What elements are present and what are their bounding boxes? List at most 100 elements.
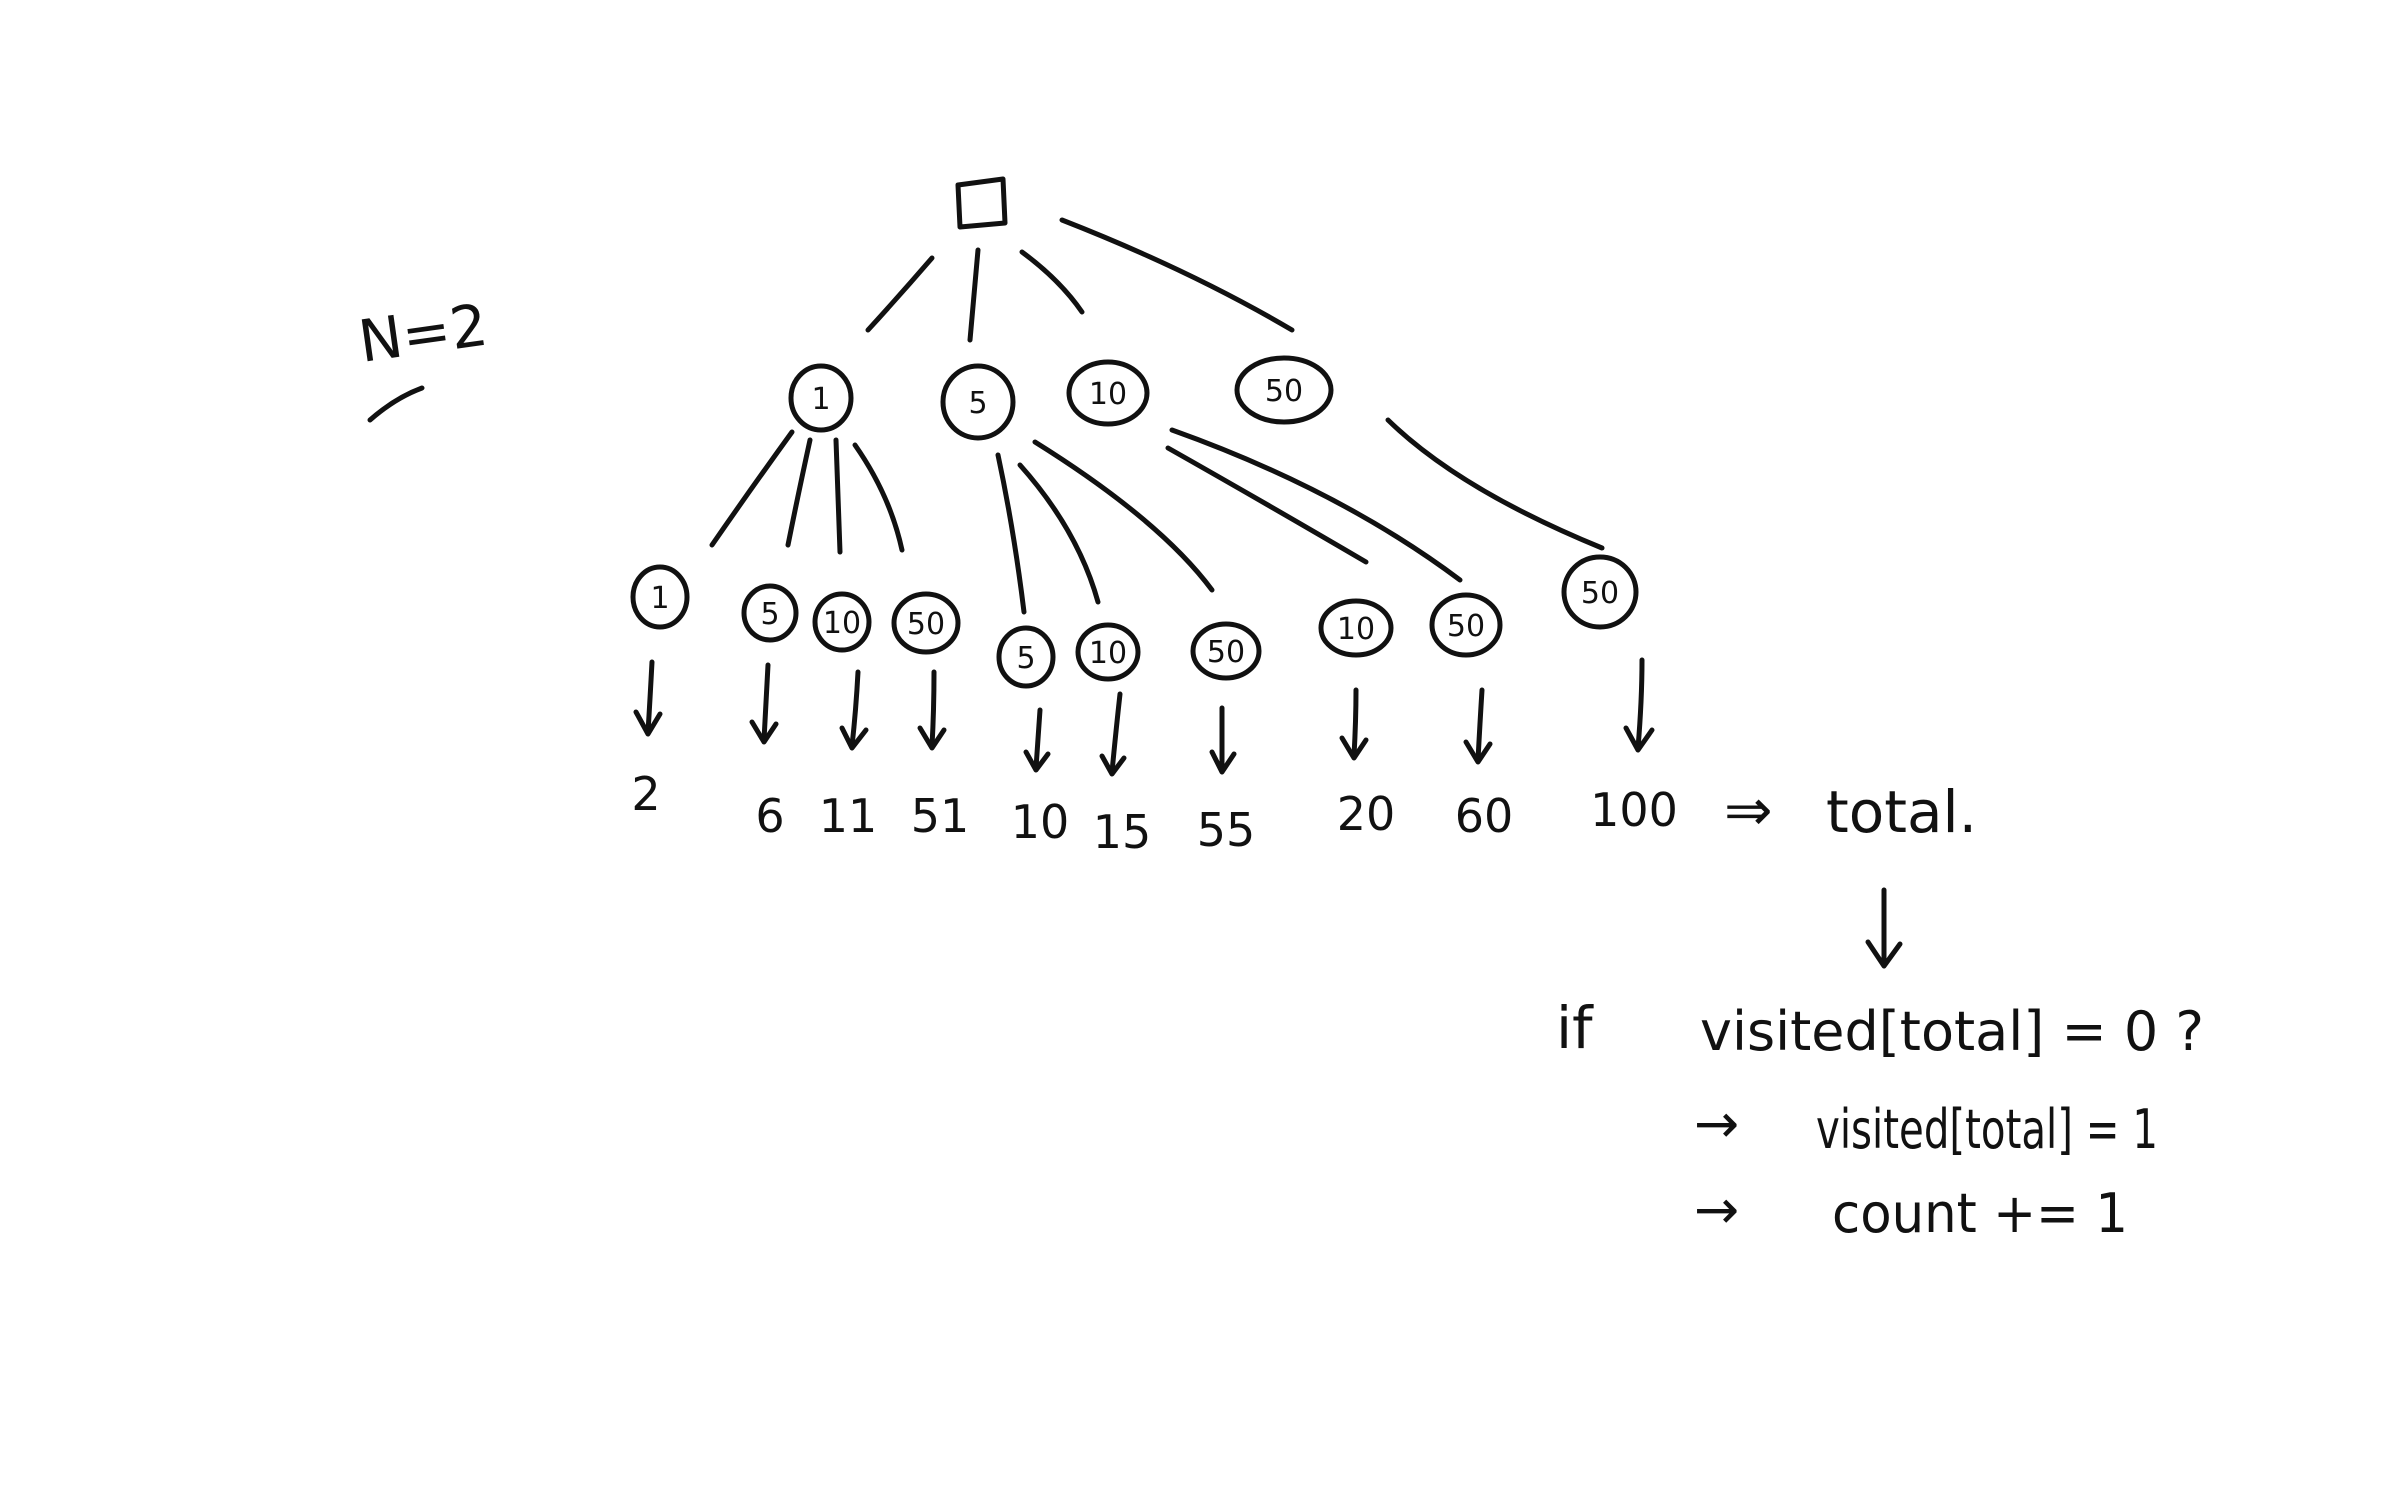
node-value: 10 — [1089, 636, 1127, 671]
edge-10-50 — [1169, 427, 1463, 583]
node-circle — [1075, 622, 1141, 682]
down-arrow-icon — [1099, 691, 1127, 777]
edge-root-5 — [967, 247, 981, 343]
total-value: 2 — [631, 767, 660, 821]
if-keyword: if — [1556, 994, 1594, 1062]
n-note-underline — [367, 385, 425, 423]
step-count-increment: count += 1 — [1832, 1182, 2128, 1245]
node-value: 1 — [650, 581, 669, 616]
node-circle — [788, 363, 854, 433]
total-value: 6 — [755, 789, 784, 843]
level1-edges — [709, 417, 1605, 615]
level2-nodes: 1 5 10 50 5 10 50 10 — [630, 554, 1639, 689]
n-label: N=2 — [354, 291, 491, 376]
step-visited-assign: visited[total] = 1 — [1816, 1098, 2158, 1161]
node-circle — [1190, 621, 1262, 681]
n-note: N=2 — [354, 291, 492, 423]
condition-block: if visited[total] = 0 ? → visited[total]… — [1556, 994, 2204, 1245]
node-value: 5 — [1016, 641, 1035, 676]
total-arrows — [633, 657, 1655, 777]
node-circle — [996, 625, 1056, 689]
level2-node: 1 — [630, 564, 690, 630]
node-circle — [1234, 355, 1334, 425]
node-circle — [630, 564, 690, 630]
implies-arrow-icon: ⇒ — [1724, 776, 1773, 844]
level2-node: 10 — [1318, 598, 1394, 658]
down-arrow-icon — [839, 669, 869, 751]
node-circle — [1561, 554, 1639, 630]
total-value: 55 — [1197, 803, 1256, 857]
right-arrow-icon: → — [1694, 1178, 1739, 1241]
node-circle — [1429, 592, 1503, 658]
edge-root-10 — [1019, 249, 1085, 315]
condition-text: visited[total] = 0 ? — [1700, 1000, 2204, 1063]
node-circle — [940, 363, 1016, 441]
root-node — [955, 176, 1008, 230]
edge-5-50 — [1032, 439, 1215, 593]
edge-1-50 — [852, 442, 905, 553]
level1-node: 1 — [788, 363, 854, 433]
condition-arrow — [1865, 887, 1903, 969]
level2-node: 10 — [812, 591, 872, 653]
node-value: 5 — [968, 386, 987, 421]
edge-root-50 — [1059, 217, 1295, 333]
node-circle — [1066, 359, 1150, 427]
level1-node: 50 — [1234, 355, 1334, 425]
level2-node: 50 — [1429, 592, 1503, 658]
edge-10-10 — [1165, 445, 1369, 565]
level2-node: 5 — [996, 625, 1056, 689]
total-value: 20 — [1337, 787, 1396, 841]
edge-5-5 — [995, 452, 1027, 615]
edge-1-1 — [709, 429, 795, 548]
total-value: 100 — [1590, 783, 1678, 837]
node-value: 50 — [1265, 374, 1303, 409]
node-value: 50 — [1207, 635, 1245, 670]
level1-node: 5 — [940, 363, 1016, 441]
level2-node: 50 — [1190, 621, 1262, 681]
down-arrow-icon — [749, 662, 779, 745]
node-value: 50 — [907, 607, 945, 642]
down-arrow-icon — [1339, 687, 1369, 761]
node-value: 50 — [1581, 576, 1619, 611]
node-circle — [812, 591, 872, 653]
level2-node: 50 — [891, 591, 961, 655]
down-arrow-icon — [1865, 887, 1903, 969]
edge-50-50 — [1385, 417, 1605, 551]
down-arrow-icon — [917, 669, 947, 751]
node-value: 10 — [1337, 612, 1375, 647]
edge-1-5 — [785, 437, 813, 548]
level2-node: 50 — [1561, 554, 1639, 630]
level1-node: 10 — [1066, 359, 1150, 427]
down-arrow-icon — [633, 659, 663, 737]
totals-row: 2 6 11 51 10 15 55 20 60 100 — [631, 767, 1678, 859]
node-value: 10 — [1089, 377, 1127, 412]
node-circle — [741, 583, 799, 643]
level2-node: 5 — [741, 583, 799, 643]
total-value: 11 — [819, 789, 878, 843]
right-arrow-icon: → — [1694, 1092, 1739, 1155]
node-circle — [1318, 598, 1394, 658]
down-arrow-icon — [1623, 657, 1655, 753]
edge-root-1 — [865, 255, 935, 333]
total-value: 15 — [1093, 805, 1152, 859]
down-arrow-icon — [1209, 705, 1237, 775]
level1-nodes: 1 5 10 50 — [788, 355, 1334, 441]
node-value: 1 — [811, 382, 830, 417]
total-value: 60 — [1455, 789, 1514, 843]
total-annotation: ⇒ total. — [1724, 776, 1977, 846]
total-value: 10 — [1011, 795, 1070, 849]
level2-node: 10 — [1075, 622, 1141, 682]
node-value: 5 — [760, 597, 779, 632]
node-value: 50 — [1447, 609, 1485, 644]
root-edges — [865, 217, 1295, 343]
total-label: total. — [1826, 778, 1977, 846]
node-circle — [891, 591, 961, 655]
root-box — [955, 176, 1008, 230]
down-arrow-icon — [1023, 707, 1051, 773]
total-value: 51 — [911, 789, 970, 843]
node-value: 10 — [823, 606, 861, 641]
edge-1-10 — [833, 437, 843, 555]
edge-5-10 — [1017, 462, 1101, 605]
down-arrow-icon — [1463, 687, 1493, 765]
